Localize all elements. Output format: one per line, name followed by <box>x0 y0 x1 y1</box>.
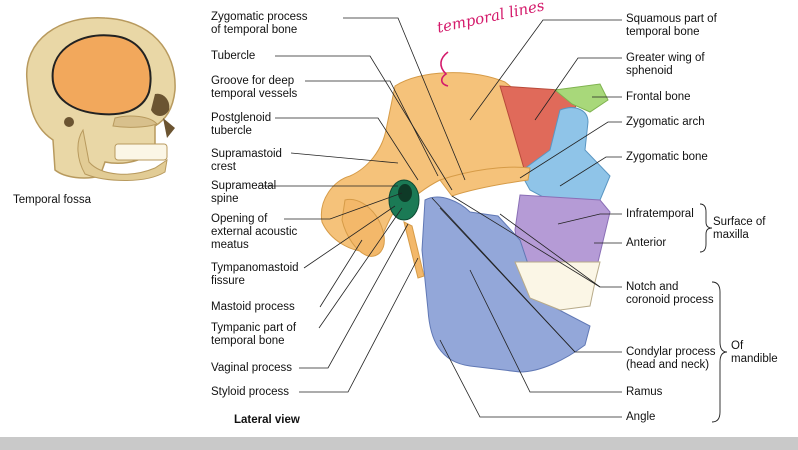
leader-tympanic <box>318 207 403 329</box>
leader-supramastoid <box>290 152 399 164</box>
label-zygomatic-bone: Zygomatic bone <box>626 151 708 163</box>
label-of-mandible: Of mandible <box>731 340 778 365</box>
label-tympanomastoid-fissure: Tympanomastoid fissure <box>211 262 299 287</box>
label-ramus: Ramus <box>626 386 663 398</box>
label-surface-of-maxilla: Surface of maxilla <box>713 216 766 241</box>
label-condylar-process: Condylar process (head and neck) <box>626 346 716 371</box>
annotation-bracket-scribble <box>440 51 449 87</box>
inset-skull-illustration <box>26 17 176 181</box>
leader-mastoid <box>319 239 363 308</box>
label-zygomatic-arch: Zygomatic arch <box>626 116 705 128</box>
maxilla-bracket <box>699 203 713 253</box>
leader-zygomatic-process <box>343 17 466 181</box>
leader-ramus <box>469 269 622 393</box>
label-zygomatic-process: Zygomatic process of temporal bone <box>211 11 308 36</box>
label-angle: Angle <box>626 411 656 423</box>
left-leader-lines <box>263 17 466 393</box>
mandible-bracket <box>711 281 728 423</box>
leader-styloid <box>299 257 419 393</box>
frontal-shape <box>553 83 609 113</box>
leader-tubercle <box>275 55 453 191</box>
view-caption: Lateral view <box>234 414 300 426</box>
mandible-shape <box>421 196 591 373</box>
label-groove-deep-temporal: Groove for deep temporal vessels <box>211 75 298 100</box>
label-mastoid-process: Mastoid process <box>211 301 295 313</box>
leader-infratemporal <box>557 213 622 225</box>
label-opening-external-acoustic-meatus: Opening of external acoustic meatus <box>211 213 298 251</box>
inset-teeth <box>114 143 168 161</box>
zygomatic-shape <box>519 107 611 207</box>
inset-caption: Temporal fossa <box>13 194 91 206</box>
label-postglenoid-tubercle: Postglenoid tubercle <box>211 112 272 137</box>
leader-angle <box>439 339 622 418</box>
styloid-shape <box>403 221 425 279</box>
inset-zygoma <box>112 115 158 128</box>
label-infratemporal: Infratemporal <box>626 208 694 220</box>
label-frontal-bone: Frontal bone <box>626 91 691 103</box>
leader-condylar-2 <box>439 207 576 353</box>
leader-tympanomastoid <box>303 205 396 269</box>
leader-zygomatic-bone <box>559 156 622 187</box>
label-styloid-process: Styloid process <box>211 386 289 398</box>
leader-squamous <box>469 19 622 121</box>
leader-opening <box>284 192 403 220</box>
inset-ear-opening <box>64 117 74 127</box>
footer-bar <box>0 437 798 450</box>
label-tubercle: Tubercle <box>211 50 256 62</box>
leader-vaginal <box>299 223 409 369</box>
label-suprameatal-spine: Suprameatal spine <box>211 180 277 205</box>
label-notch-coronoid: Notch and coronoid process <box>626 281 714 306</box>
inset-orbit <box>151 93 170 116</box>
leader-zygomatic-arch <box>519 121 622 179</box>
label-greater-wing-sphenoid: Greater wing of sphenoid <box>626 52 705 77</box>
label-squamous-part: Squamous part of temporal bone <box>626 13 717 38</box>
label-supramastoid-crest: Supramastoid crest <box>211 148 282 173</box>
right-leader-lines <box>431 19 622 418</box>
inset-temporal-fossa <box>51 34 152 116</box>
inset-nasal-cavity <box>163 118 175 138</box>
label-tympanic-part: Tympanic part of temporal bone <box>211 322 297 347</box>
label-vaginal-process: Vaginal process <box>211 362 292 374</box>
external-acoustic-meatus-shape <box>398 184 412 202</box>
leader-greater-wing <box>534 57 622 121</box>
maxilla-shape <box>514 194 611 271</box>
leader-notch-2 <box>451 195 601 288</box>
leader-groove <box>305 80 439 177</box>
label-anterior: Anterior <box>626 237 667 249</box>
leader-postglenoid <box>275 117 419 181</box>
inset-mandible <box>77 128 168 181</box>
